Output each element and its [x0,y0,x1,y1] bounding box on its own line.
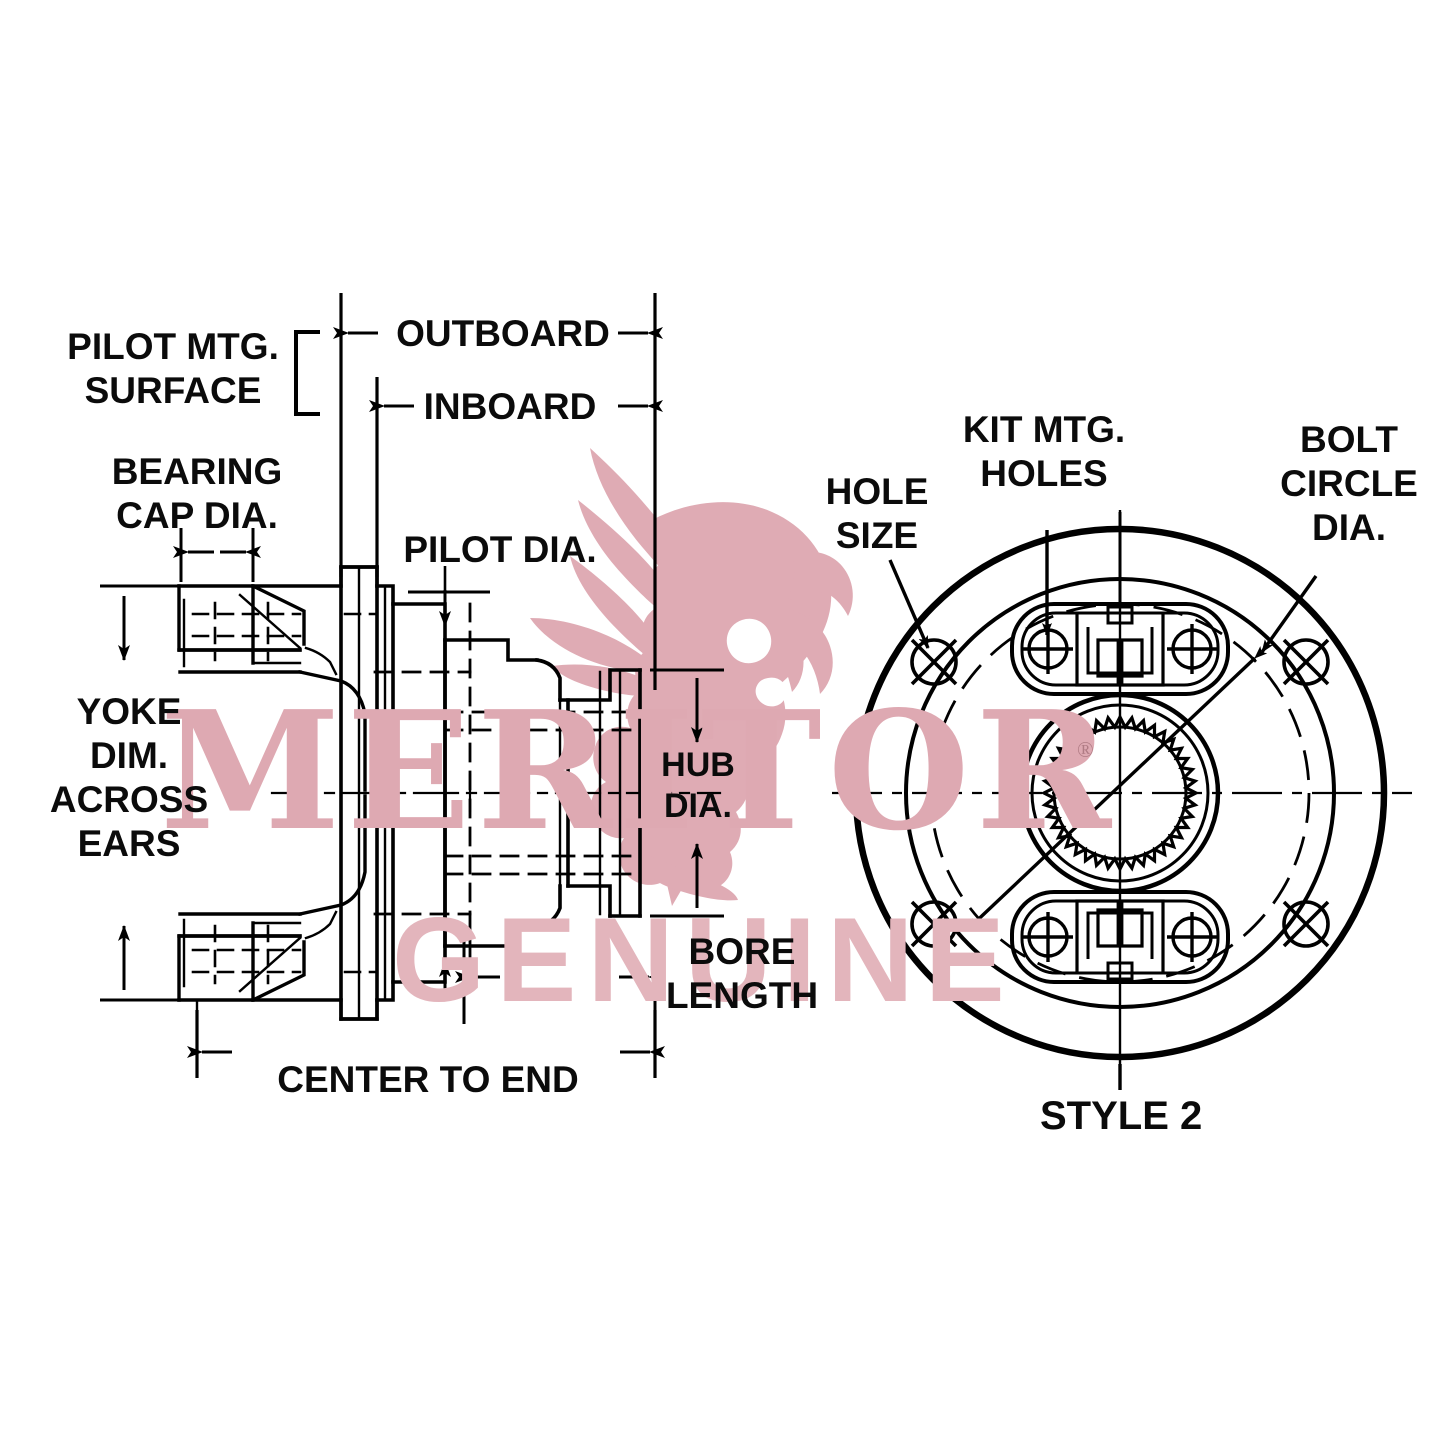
bolt-hole-upper-right [1282,638,1330,686]
label-center-to-end: CENTER TO END [277,1059,579,1100]
bolt-hole-lower-left [910,900,958,948]
yoke-top-ear-hidden [191,601,302,662]
label-inboard: INBOARD [423,386,597,427]
label-outboard: OUTBOARD [396,313,610,354]
label-style-2: STYLE 2 [1040,1094,1203,1138]
label-yoke-dim-across-ears: YOKE DIM. ACROSS EARS [49,691,209,864]
kit-mtg-bolt-top-right [1167,624,1217,674]
yoke-top-ear-detail [182,593,338,676]
bolt-circle-dia-pointer [1260,575,1318,653]
hole-size-leader [888,559,930,649]
bracket-pilot-mtg-surface [294,330,320,416]
watermark-brand: MERITOR [160,676,1118,867]
yoke-bottom-ear-hidden [191,924,302,985]
label-hub-dia: HUB DIA. [661,746,735,825]
yoke-top-ear [177,565,379,792]
label-bore-length: BORE LENGTH [665,931,819,1016]
flange-face-view [832,510,1412,1090]
kit-mtg-bolt-bottom-left [1023,912,1073,962]
registered-mark: ® [1077,737,1094,762]
label-pilot-mtg-surface: PILOT MTG. SURFACE [67,326,279,411]
bolt-hole-lower-right [1282,900,1330,948]
dim-yoke-across-ears [100,584,196,1002]
hub-bore-hidden [373,602,642,984]
kit-mtg-bolt-bottom-right [1167,912,1217,962]
yoke-side-view [177,565,722,1021]
label-pilot-dia: PILOT DIA. [403,529,597,570]
label-hole-size: HOLE SIZE [825,471,929,556]
pilot-hidden [343,612,377,974]
yoke-bottom-ear-detail [182,910,338,993]
dim-pilot-dia [408,566,490,627]
label-bolt-circle-dia: BOLT CIRCLE DIA. [1280,419,1418,548]
dim-bearing-cap [173,528,261,582]
yoke-flange-detail [357,565,387,1021]
watermark-brand-suffix: GENUINE [392,893,1016,1027]
dim-hub-dia [650,668,724,918]
meritor-bull-logo [530,448,853,906]
label-bearing-cap-dia: BEARING CAP DIA. [111,451,283,536]
label-kit-mtg-holes: KIT MTG. HOLES [962,409,1126,494]
left-dimensions [100,293,724,1078]
